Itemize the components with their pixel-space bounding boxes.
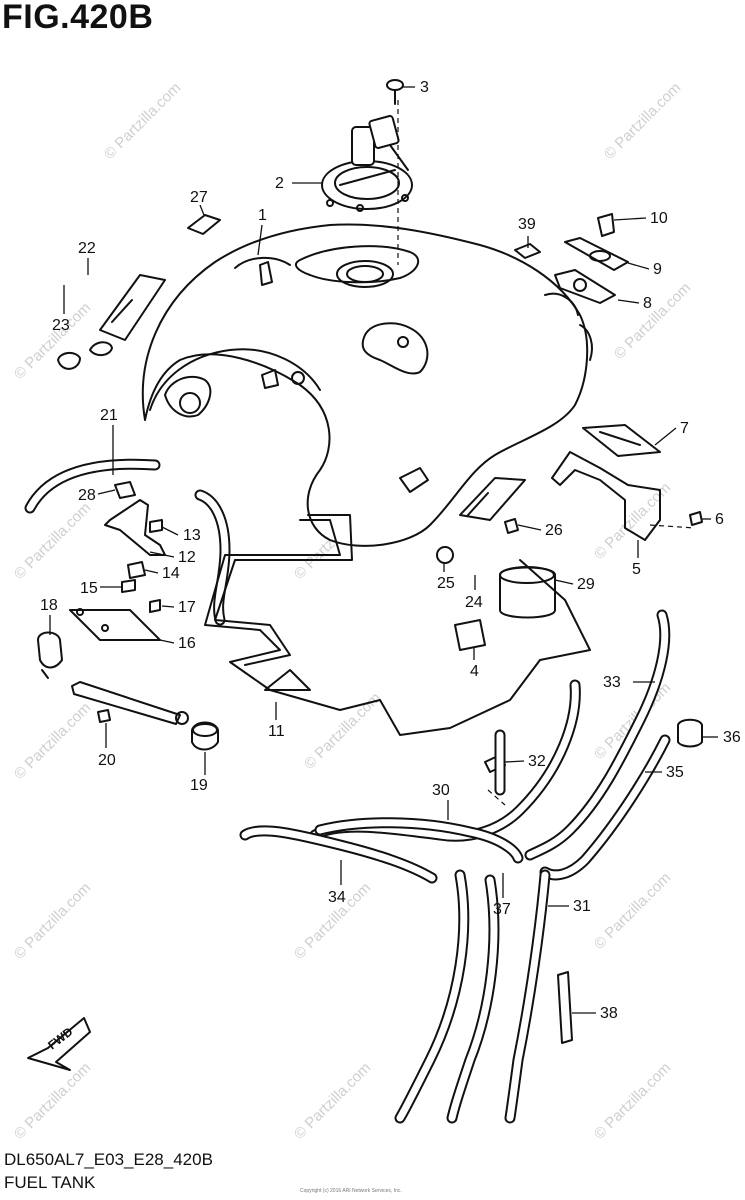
callout-leader-26: [517, 524, 542, 531]
copyright-note: Copyright (c) 2016 ARI Network Services,…: [300, 1188, 402, 1194]
watermark: © Partzilla.com: [591, 1059, 674, 1142]
callout-33: 33: [603, 674, 621, 691]
watermark: © Partzilla.com: [591, 869, 674, 952]
callout-3: 3: [420, 79, 429, 96]
callout-7: 7: [680, 420, 689, 437]
callout-leader-14: [144, 569, 159, 574]
watermark: © Partzilla.com: [11, 299, 94, 382]
screw-illustration: [386, 79, 404, 105]
label-set-illustration: [57, 274, 166, 370]
watermark: © Partzilla.com: [11, 1059, 94, 1142]
callout-36: 36: [723, 729, 741, 746]
callout-39: 39: [518, 216, 536, 233]
watermark: © Partzilla.com: [601, 79, 684, 162]
callout-14: 14: [162, 565, 180, 582]
callout-2: 2: [275, 175, 284, 192]
callout-leader-27: [199, 204, 205, 216]
callout-1: 1: [258, 207, 267, 224]
hoses-illustration: [24, 458, 671, 1124]
callout-24: 24: [465, 594, 483, 611]
callout-leader-16: [159, 639, 175, 644]
callout-31: 31: [573, 898, 591, 915]
callout-leader-12: [149, 551, 175, 558]
callout-22: 22: [78, 240, 96, 257]
callout-8: 8: [643, 295, 652, 312]
watermark: © Partzilla.com: [291, 1059, 374, 1142]
callout-38: 38: [600, 1005, 618, 1022]
watermark: © Partzilla.com: [611, 279, 694, 362]
callout-29: 29: [577, 576, 595, 593]
plates-illustration: [514, 213, 629, 304]
fwd-arrow-badge: FWD: [27, 1017, 91, 1071]
bracket-illustration: [551, 424, 703, 541]
callout-leader-13: [161, 526, 179, 536]
left-brackets-illustration: [37, 481, 219, 751]
callout-19: 19: [190, 777, 208, 794]
fuel-cap-illustration: [321, 115, 413, 212]
callout-6: 6: [715, 511, 724, 528]
callout-30: 30: [432, 782, 450, 799]
callout-27: 27: [190, 189, 208, 206]
callout-leader-17: [161, 605, 175, 608]
watermark: © Partzilla.com: [11, 879, 94, 962]
callout-35: 35: [666, 764, 684, 781]
callout-15: 15: [80, 580, 98, 597]
callout-16: 16: [178, 635, 196, 652]
callout-leader-7: [654, 427, 677, 446]
callout-9: 9: [653, 261, 662, 278]
callout-layer: 1234567891011121314151617181920212223242…: [40, 79, 741, 1022]
callout-leader-1: [257, 224, 263, 256]
callout-26: 26: [545, 522, 563, 539]
watermark: © Partzilla.com: [11, 499, 94, 582]
callout-leader-32: [504, 760, 525, 763]
callout-34: 34: [328, 889, 346, 906]
callout-37: 37: [493, 901, 511, 918]
clamp-38-illustration: [557, 971, 573, 1044]
cushion-36-illustration: [677, 718, 703, 748]
callout-4: 4: [470, 663, 479, 680]
fuel-tank-illustration: [141, 223, 593, 547]
callout-28: 28: [78, 487, 96, 504]
callout-21: 21: [100, 407, 118, 424]
callout-5: 5: [632, 561, 641, 578]
callout-13: 13: [183, 527, 201, 544]
watermark: © Partzilla.com: [101, 79, 184, 162]
model-code: DL650AL7_E03_E28_420B: [4, 1150, 213, 1169]
callout-12: 12: [178, 549, 196, 566]
callout-leader-28: [97, 489, 116, 495]
figure-title: FIG.420B: [2, 0, 154, 36]
watermark: © Partzilla.com: [11, 699, 94, 782]
callout-25: 25: [437, 575, 455, 592]
callout-10: 10: [650, 210, 668, 227]
callout-11: 11: [268, 723, 285, 740]
watermark: © Partzilla.com: [591, 479, 674, 562]
callout-17: 17: [178, 599, 196, 616]
callout-leader-10: [613, 217, 647, 221]
callout-leader-8: [617, 299, 640, 304]
callout-leader-29: [554, 579, 574, 585]
label-illustration: [187, 214, 221, 235]
callout-32: 32: [528, 753, 546, 770]
callout-20: 20: [98, 752, 116, 769]
section-name: FUEL TANK: [4, 1173, 96, 1192]
callout-leader-9: [627, 262, 650, 270]
callout-18: 18: [40, 597, 58, 614]
front-parts-illustration: [436, 477, 556, 651]
callout-23: 23: [52, 317, 70, 334]
